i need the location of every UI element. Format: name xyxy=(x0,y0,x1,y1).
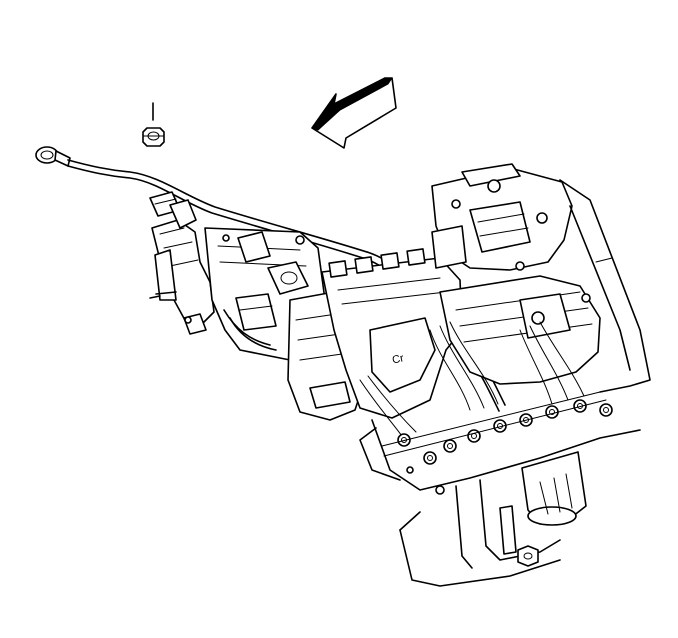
oil-filter xyxy=(521,451,587,526)
valve-cover: Cr xyxy=(321,248,463,419)
dipstick-handle xyxy=(35,146,71,167)
direction-arrow-icon xyxy=(311,77,397,149)
transmission-housing xyxy=(559,179,651,393)
upper-rear-assembly xyxy=(431,163,573,271)
injector-nozzles xyxy=(397,399,613,465)
cap-marking: Cr xyxy=(391,352,405,366)
drain-plug xyxy=(517,545,539,567)
oil-pan xyxy=(399,479,561,587)
nut-fastener xyxy=(142,102,165,147)
front-housing xyxy=(149,199,215,335)
fuel-injector-lines xyxy=(359,321,585,437)
engine-block xyxy=(359,391,641,495)
